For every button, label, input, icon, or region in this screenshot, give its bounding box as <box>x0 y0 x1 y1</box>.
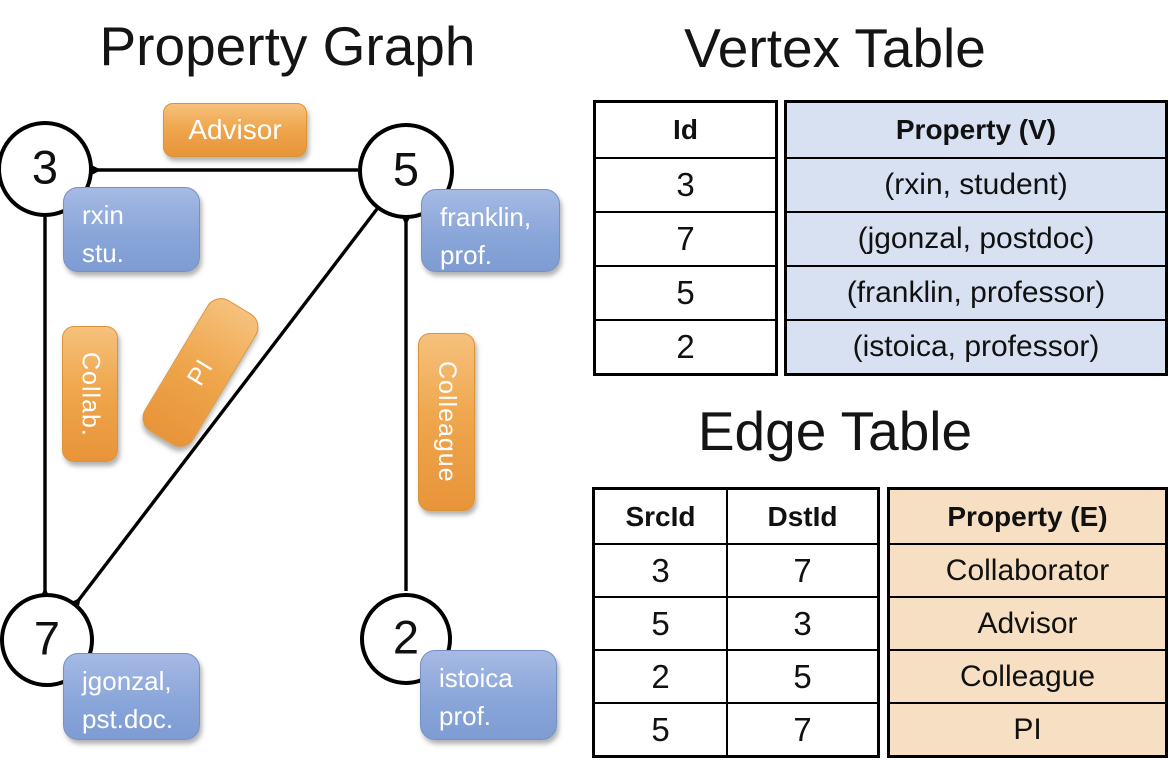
node-3-id: 3 <box>31 140 59 194</box>
vertex-table-title: Vertex Table <box>684 17 986 79</box>
edge-table-src-cell: 5 <box>595 596 726 649</box>
vertex-table-header-property: Property (V) <box>787 103 1165 157</box>
node-2-id: 2 <box>392 610 420 664</box>
property-graph-title: Property Graph <box>99 15 476 77</box>
vertex-table-property-column: Property (V) (rxin, student) (jgonzal, p… <box>784 100 1168 376</box>
vertex-label-franklin-line1: franklin, <box>440 202 532 232</box>
vertex-label-istoica-line2: prof. <box>439 700 492 731</box>
vertex-table-property-cell: (istoica, professor) <box>787 319 1165 373</box>
edge-table-dst-cell: 7 <box>726 543 877 596</box>
vertex-table-header-id: Id <box>673 114 698 145</box>
vertex-label-rxin: rxin stu. <box>63 187 200 272</box>
vertex-table-property-cell: (jgonzal, postdoc) <box>787 211 1165 265</box>
edge-table-id-columns: SrcId DstId 3 7 5 3 2 5 5 7 <box>592 487 880 758</box>
vertex-table-id-cell: 7 <box>596 211 775 265</box>
edge-label-advisor: Advisor <box>163 103 307 157</box>
edge-label-colleague-text: Colleague <box>433 361 461 483</box>
vertex-label-istoica-line1: istoica <box>439 663 513 693</box>
edge-label-pi-text: PI <box>181 354 219 391</box>
edge-table-title: Edge Table <box>697 400 973 462</box>
edge-table-dst-cell: 5 <box>726 649 877 702</box>
edge-table-src-cell: 3 <box>595 543 726 596</box>
edge-table-property-cell: Colleague <box>890 649 1165 702</box>
edge-table-header-srcid: SrcId <box>625 500 696 532</box>
edge-label-collab-text: Collab. <box>76 351 105 437</box>
vertex-table-id-cell: 5 <box>596 265 775 319</box>
vertex-label-jgonzal-line1: jgonzal, <box>82 666 172 696</box>
edge-pi-5-to-7 <box>78 207 379 601</box>
edge-table-dst-cell: 7 <box>726 702 877 755</box>
vertex-label-franklin-line2: prof. <box>440 239 493 270</box>
vertex-table-id-column: Id 3 7 5 2 <box>593 100 778 376</box>
vertex-table-id-cell: 2 <box>596 319 775 373</box>
node-7-id: 7 <box>33 611 61 665</box>
vertex-table-id-cell: 3 <box>596 157 775 211</box>
edge-table-src-cell: 5 <box>595 702 726 755</box>
vertex-table-property-cell: (franklin, professor) <box>787 265 1165 319</box>
edge-table-header-property: Property (E) <box>890 490 1165 543</box>
vertex-table-property-cell: (rxin, student) <box>787 157 1165 211</box>
vertex-label-rxin-line2: stu. <box>82 237 124 268</box>
edge-table-dst-cell: 3 <box>726 596 877 649</box>
edge-table-property-cell: Advisor <box>890 596 1165 649</box>
edge-label-colleague: Colleague <box>418 333 475 511</box>
edge-table-property-cell: Collaborator <box>890 543 1165 596</box>
vertex-label-franklin: franklin, prof. <box>421 189 560 272</box>
edge-label-advisor-text: Advisor <box>188 114 282 145</box>
edge-table-header-dstid: DstId <box>726 490 877 543</box>
vertex-label-rxin-line1: rxin <box>82 200 124 230</box>
edge-label-collab: Collab. <box>62 326 118 462</box>
node-5-id: 5 <box>392 142 420 196</box>
vertex-label-jgonzal: jgonzal, pst.doc. <box>63 653 200 740</box>
edge-table-property-column: Property (E) Collaborator Advisor Collea… <box>887 487 1168 758</box>
vertex-label-jgonzal-line2: pst.doc. <box>82 703 174 734</box>
vertex-label-istoica: istoica prof. <box>420 650 557 740</box>
edge-table-src-cell: 2 <box>595 649 726 702</box>
edge-table-property-cell: PI <box>890 702 1165 755</box>
